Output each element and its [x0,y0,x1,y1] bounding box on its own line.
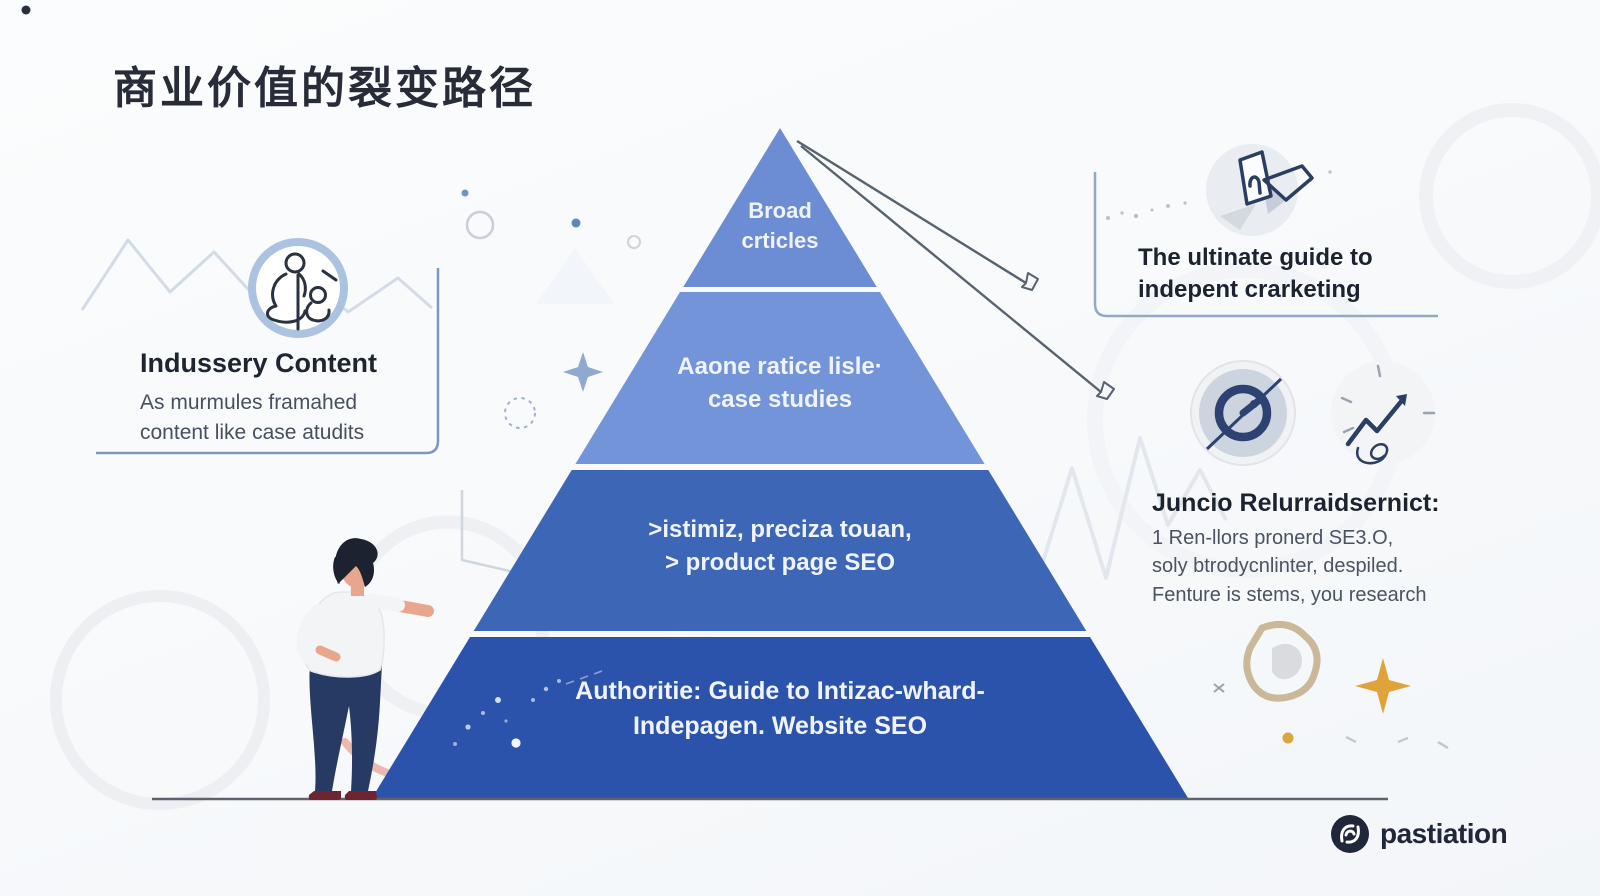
left-panel-body: As murmules framahed content like case a… [140,388,364,449]
corner-dot [21,5,31,15]
arrow-to-metrics [800,145,1102,393]
sparkle-icon [563,352,603,392]
gold-sparkle-icon [1355,658,1411,714]
brand-lockup: pastiation [1330,814,1508,854]
right-mid-line-1: 1 Ren-llors pronerd SE3.O, [1152,527,1394,549]
document-icon [1200,138,1330,248]
left-panel-bracket [96,268,440,455]
gray-blob [1272,643,1302,680]
tier-1-line-2: crticles [741,228,819,254]
person-illustration [296,538,434,800]
circle-doodle [627,235,641,249]
pyramid-tier-3-label: >istimiz, preciza touan, > product page … [545,513,1015,579]
arrowhead [1021,272,1039,291]
gauge-icon [1188,358,1298,468]
blue-dot [571,218,581,228]
tier-3-line-1: >istimiz, preciza touan, [648,516,912,543]
brand-logo-icon [1331,815,1369,853]
right-mid-body: 1 Ren-llors pronerd SE3.O, soly btrodycn… [1152,524,1427,609]
pyramid-tier-2 [575,292,985,464]
zigzag-line [1036,436,1228,580]
tiny-dashes [1345,735,1449,750]
arrow-to-guide [796,139,1027,285]
tier-3-line-2: > product page SEO [664,549,896,577]
tier-4-line-1: Authoritie: Guide to Intizac-whard- [575,677,985,705]
faint-ring [1419,103,1600,289]
page-title: 商业价值的裂变路径 [113,64,536,113]
trend-chart-icon [1328,358,1438,468]
dashed-circle [504,397,536,429]
faint-triangle [536,248,614,304]
right-top-line-1: The ultinate guide to [1138,244,1373,271]
tier-4-line-2: Indepagen. Website SEO [632,711,928,740]
circle-doodle [465,210,495,240]
faint-ring [50,590,270,810]
community-icon [243,233,353,343]
brand-name: pastiation [1380,818,1508,849]
pyramid-tier-4-label: Authoritie: Guide to Intizac-whard- Inde… [490,674,1070,743]
tier-scatter-dots [453,670,603,748]
right-mid-line-3: Fenture is stems, you research [1152,583,1427,606]
right-panel-bracket [1093,172,1438,318]
right-top-line-2: indepent crarketing [1138,276,1361,304]
pyramid-tier-2-label: Aaone ratice lisle· case studies [565,350,995,416]
pyramid-tier-4 [372,637,1188,798]
plus-doodle [1213,683,1225,693]
arrowhead [1096,381,1115,400]
blue-dot [461,189,469,197]
right-mid-heading: Juncio Relurraidsernict: [1152,489,1440,517]
left-body-line-1: As murmules framahed [140,391,358,414]
tier-2-line-1: Aaone ratice lisle· [677,353,883,380]
left-body-line-2: content like case atudits [140,421,365,445]
tier-1-line-1: Broad [748,198,812,223]
octagon-doodle [1243,620,1321,702]
left-panel-heading: Indussery Content [140,348,378,378]
pyramid-tier-1-label: Broad crticles [630,196,930,257]
right-top-text: The ultinate guide to indepent crarketin… [1138,242,1373,307]
gold-dot [1282,732,1294,744]
right-mid-line-2: soly btrodycnlinter, despiled. [1152,555,1404,578]
pyramid-tier-1 [683,128,877,287]
pyramid-tier-3 [473,470,1087,631]
tier-2-line-2: case studies [707,386,853,414]
